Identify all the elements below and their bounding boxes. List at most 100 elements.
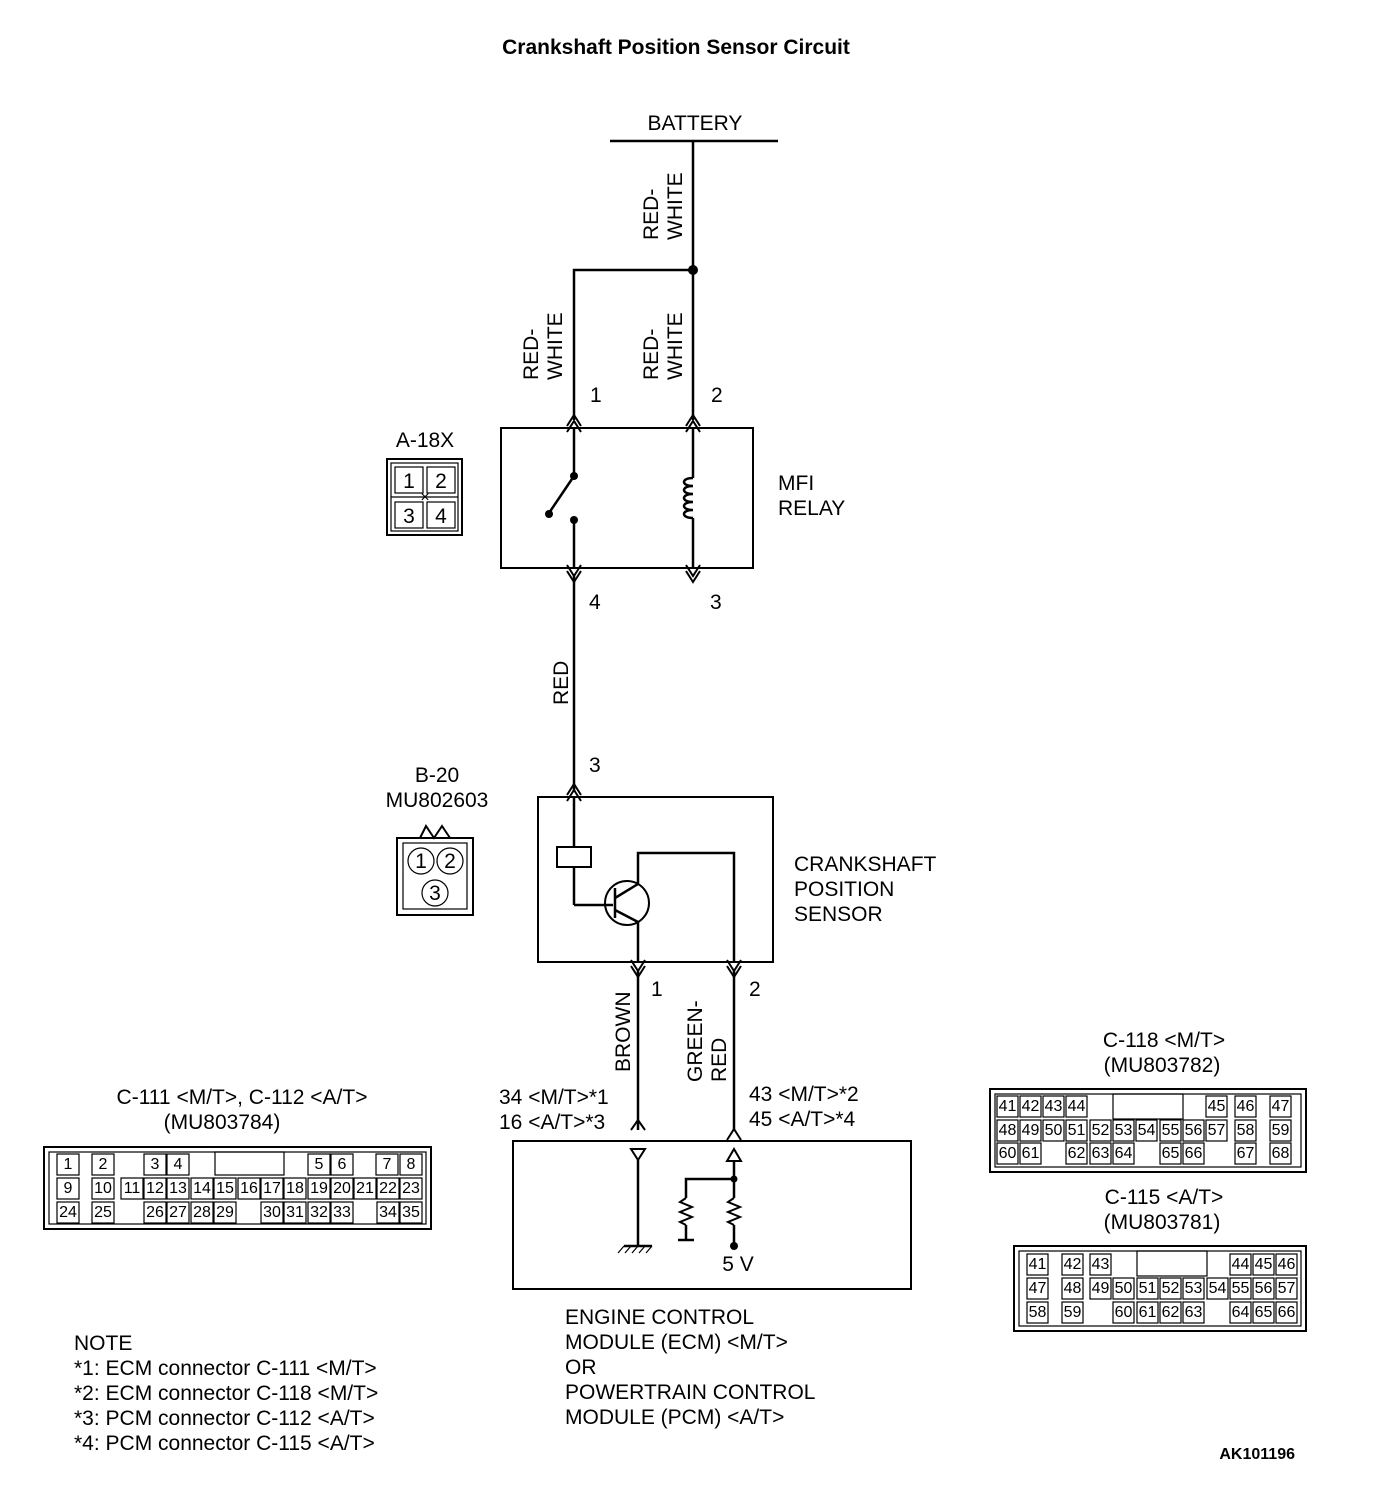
svg-text:WHITE: WHITE bbox=[664, 312, 687, 380]
sensor-pin-2-label: 2 bbox=[749, 978, 761, 1001]
ecm-terminal-right-line2: 45 <A/T>*4 bbox=[749, 1108, 856, 1131]
connector-pin-number: 20 bbox=[333, 1180, 351, 1197]
connector-pin-cell bbox=[143, 1201, 167, 1224]
connector-pin-cell bbox=[1275, 1277, 1298, 1300]
connector-pin-number: 58 bbox=[1237, 1122, 1255, 1139]
ecm-supply-voltage: 5 V bbox=[722, 1253, 754, 1276]
connector-pin-number: 50 bbox=[1115, 1280, 1133, 1297]
note-title: NOTE bbox=[74, 1332, 132, 1355]
wire-color-relay-pin2: RED- WHITE bbox=[640, 312, 687, 380]
sensor-connector-id: B-20 bbox=[415, 764, 459, 787]
svg-text:3: 3 bbox=[403, 505, 415, 528]
connector-pin-cell bbox=[56, 1177, 80, 1200]
connector-pin-cell bbox=[213, 1177, 237, 1200]
relay-switch-symbol bbox=[545, 428, 578, 568]
sensor-connector-part: MU802603 bbox=[386, 789, 489, 812]
connector-pin-number: 28 bbox=[193, 1204, 211, 1221]
ecm-label-line2: MODULE (ECM) <M/T> bbox=[565, 1331, 788, 1354]
connector-pin-cell bbox=[56, 1153, 80, 1176]
connector-pin-number: 19 bbox=[310, 1180, 328, 1197]
connector-pin-number: 18 bbox=[286, 1180, 304, 1197]
connector-pin-cell bbox=[399, 1177, 423, 1200]
connector-pin-number: 2 bbox=[99, 1156, 108, 1173]
connector-pin-number: 44 bbox=[1068, 1098, 1086, 1115]
connector-pin-cell bbox=[1234, 1095, 1257, 1118]
connector-pin-cell bbox=[166, 1177, 190, 1200]
connector-pin-cell bbox=[120, 1177, 144, 1200]
connector-pin-cell bbox=[1019, 1119, 1042, 1142]
connector-pin-number: 54 bbox=[1209, 1280, 1227, 1297]
svg-text:GREEN-: GREEN- bbox=[684, 1000, 707, 1082]
connector-pin-number: 34 bbox=[379, 1204, 397, 1221]
connector-pin-cell bbox=[1182, 1142, 1205, 1165]
connector-pin-cell bbox=[1042, 1095, 1065, 1118]
connector-pin-cell bbox=[1112, 1119, 1135, 1142]
connector-pin-number: 65 bbox=[1162, 1145, 1180, 1162]
connector-pin-number: 33 bbox=[333, 1204, 351, 1221]
sensor-label-line2: POSITION bbox=[794, 878, 894, 901]
svg-text:WHITE: WHITE bbox=[544, 312, 567, 380]
figure-id: AK101196 bbox=[1219, 1446, 1295, 1463]
svg-text:2: 2 bbox=[435, 470, 447, 493]
ecm-label-line4: POWERTRAIN CONTROL bbox=[565, 1381, 815, 1404]
connector-pin-cell bbox=[307, 1201, 331, 1224]
connector-pin-number: 55 bbox=[1232, 1280, 1250, 1297]
connector-pin-cell bbox=[1112, 1277, 1135, 1300]
connector-pin-number: 8 bbox=[407, 1156, 416, 1173]
connector-pin-number: 66 bbox=[1278, 1304, 1296, 1321]
connector-c115-label: C-115 <A/T> bbox=[1105, 1186, 1224, 1209]
connector-pin-number: 11 bbox=[124, 1180, 141, 1197]
connector-pin-cell bbox=[190, 1201, 214, 1224]
svg-text:4: 4 bbox=[435, 505, 447, 528]
connector-pin-cell bbox=[1229, 1277, 1252, 1300]
connector-pin-number: 52 bbox=[1092, 1122, 1110, 1139]
relay-coil-symbol bbox=[682, 428, 695, 568]
connector-pin-number: 1 bbox=[64, 1156, 73, 1173]
connector-pin-number: 5 bbox=[315, 1156, 324, 1173]
connector-pin-cell bbox=[1089, 1253, 1112, 1276]
connector-pin-cell bbox=[1019, 1095, 1042, 1118]
svg-text:1: 1 bbox=[415, 850, 427, 873]
relay-pin3-connector-mark bbox=[685, 564, 701, 578]
connector-pin-cell bbox=[1252, 1301, 1275, 1324]
connector-pin-number: 7 bbox=[383, 1156, 392, 1173]
connector-pin-number: 63 bbox=[1092, 1145, 1110, 1162]
ecm-input-ground-symbol bbox=[617, 1148, 653, 1254]
connector-pin-number: 57 bbox=[1278, 1280, 1296, 1297]
connector-pin-number: 51 bbox=[1139, 1280, 1157, 1297]
ecm-label-line1: ENGINE CONTROL bbox=[565, 1306, 754, 1329]
ecm-right-connector-mark bbox=[726, 1127, 742, 1141]
svg-text:WHITE: WHITE bbox=[664, 172, 687, 240]
connector-pin-cell bbox=[1065, 1095, 1088, 1118]
connector-pin-number: 63 bbox=[1185, 1304, 1203, 1321]
connector-pin-number: 41 bbox=[1029, 1256, 1047, 1273]
relay-connector-id: A-18X bbox=[396, 429, 454, 452]
connector-pin-number: 49 bbox=[1022, 1122, 1040, 1139]
connector-pin-number: 43 bbox=[1045, 1098, 1063, 1115]
connector-pin-cell bbox=[1026, 1277, 1049, 1300]
wire-color-relay-to-sensor: RED bbox=[550, 661, 573, 705]
connector-pin-number: 27 bbox=[169, 1204, 187, 1221]
wire-color-relay-pin1: RED- WHITE bbox=[520, 312, 567, 380]
ecm-left-connector-mark bbox=[630, 1118, 646, 1131]
mfi-relay-label-line1: MFI bbox=[778, 472, 814, 495]
connector-pin-number: 55 bbox=[1162, 1122, 1180, 1139]
note-line-2: *2: ECM connector C-118 <M/T> bbox=[74, 1382, 378, 1405]
connector-pin-number: 13 bbox=[169, 1180, 187, 1197]
connector-pin-number: 46 bbox=[1278, 1256, 1296, 1273]
connector-pin-cell bbox=[143, 1177, 167, 1200]
svg-text:×: × bbox=[420, 489, 429, 506]
connector-pin-number: 6 bbox=[338, 1156, 347, 1173]
connector-pin-cell bbox=[307, 1153, 331, 1176]
hall-sensor-symbol bbox=[556, 797, 736, 962]
connector-pin-number: 59 bbox=[1272, 1122, 1290, 1139]
connector-pin-number: 53 bbox=[1185, 1280, 1203, 1297]
connector-c111-part: (MU803784) bbox=[164, 1111, 281, 1134]
connector-pin-number: 44 bbox=[1232, 1256, 1250, 1273]
wire-color-sensor-pin1: BROWN bbox=[612, 992, 635, 1073]
mfi-relay-label-line2: RELAY bbox=[778, 497, 845, 520]
connector-pin-cell bbox=[1159, 1119, 1182, 1142]
connector-pin-number: 48 bbox=[1064, 1280, 1082, 1297]
